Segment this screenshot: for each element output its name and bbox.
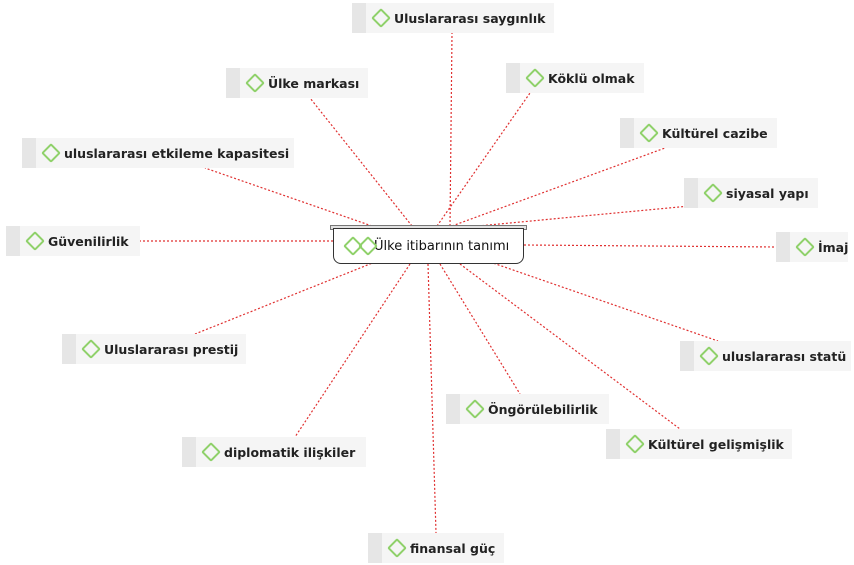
- concept-node[interactable]: Uluslararası saygınlık: [352, 3, 554, 33]
- concept-node[interactable]: Kültürel gelişmişlik: [606, 429, 792, 459]
- connection-line: [489, 261, 719, 342]
- concept-node-label: diplomatik ilişkiler: [224, 444, 356, 460]
- diamond-icon: [41, 143, 61, 163]
- concept-node-label: Uluslararası saygınlık: [394, 10, 546, 26]
- diamond-icon: [342, 236, 378, 256]
- diamond-icon: [371, 8, 391, 28]
- concept-node[interactable]: Ülke markası: [226, 68, 368, 98]
- concept-node[interactable]: finansal güç: [368, 533, 504, 563]
- diamond-icon: [625, 434, 645, 454]
- diamond-icon: [387, 538, 407, 558]
- connection-line: [194, 261, 376, 335]
- concept-node-label: uluslararası etkileme kapasitesi: [64, 145, 290, 161]
- diamond-icon: [525, 68, 545, 88]
- connection-line: [523, 244, 777, 248]
- connection-line: [309, 97, 413, 227]
- concept-node-label: uluslararası statü: [722, 348, 847, 364]
- concept-node-label: Uluslararası prestij: [104, 341, 239, 357]
- connection-line: [477, 204, 701, 227]
- concept-node-label: Öngörülebilirlik: [488, 401, 598, 417]
- diamond-icon: [201, 442, 221, 462]
- concept-node-label: Kültürel gelişmişlik: [648, 436, 784, 452]
- concept-node[interactable]: Kültürel cazibe: [620, 118, 777, 148]
- center-node[interactable]: Ülke itibarının tanımı: [333, 228, 524, 264]
- diamond-icon: [25, 231, 45, 251]
- center-node-label: Ülke itibarının tanımı: [374, 238, 510, 254]
- diamond-icon: [245, 73, 265, 93]
- diamond-icon: [795, 237, 815, 257]
- connection-line: [427, 263, 437, 534]
- concept-node-label: Köklü olmak: [548, 70, 635, 86]
- connection-line: [449, 32, 453, 227]
- connection-line: [294, 263, 411, 438]
- diamond-icon: [465, 399, 485, 419]
- concept-node-label: İmaj: [818, 239, 849, 255]
- connection-line: [451, 147, 666, 227]
- concept-node[interactable]: Güvenilirlik: [6, 226, 140, 256]
- concept-node[interactable]: uluslararası statü: [680, 341, 851, 371]
- concept-node[interactable]: Öngörülebilirlik: [446, 394, 609, 424]
- connection-line: [204, 167, 373, 227]
- concept-node[interactable]: Köklü olmak: [506, 63, 644, 93]
- connection-line: [439, 263, 521, 395]
- concept-node[interactable]: Uluslararası prestij: [62, 334, 246, 364]
- concept-node[interactable]: siyasal yapı: [684, 178, 818, 208]
- diamond-icon: [703, 183, 723, 203]
- connection-line: [436, 92, 531, 227]
- concept-node-label: Ülke markası: [268, 75, 360, 91]
- concept-node-label: Güvenilirlik: [48, 233, 129, 249]
- concept-node[interactable]: diplomatik ilişkiler: [182, 437, 366, 467]
- concept-node[interactable]: uluslararası etkileme kapasitesi: [22, 138, 294, 168]
- concept-node-label: siyasal yapı: [726, 185, 809, 201]
- connection-line: [459, 263, 681, 430]
- concept-node[interactable]: İmaj: [776, 232, 848, 262]
- concept-node-label: Kültürel cazibe: [662, 125, 768, 141]
- concept-node-label: finansal güç: [410, 540, 496, 556]
- diamond-icon: [699, 346, 719, 366]
- diamond-icon: [81, 339, 101, 359]
- diamond-icon: [639, 123, 659, 143]
